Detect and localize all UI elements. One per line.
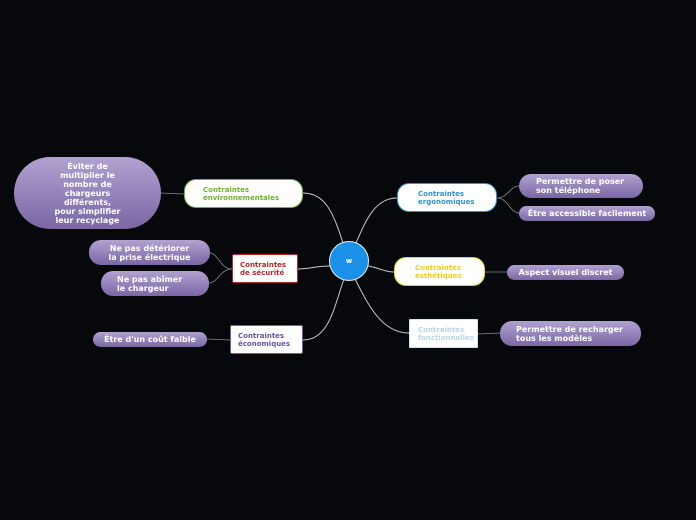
branch-ergonomiques-label: Contraintes ergonomiques [418,189,475,206]
branch-economiques[interactable]: Contraintes économiques [230,325,303,354]
connector-securite-leaf-2 [208,268,233,284]
connector-ergonomiques-leaf-1 [496,185,520,199]
connector-center-ergonomiques [355,197,398,244]
branch-fonctionnelles[interactable]: Contraintes fonctionnelles [409,319,478,348]
branch-esthetiques[interactable]: Contraintes esthétiques [394,257,485,286]
leaf-aspect-discret[interactable]: Aspect visuel discret [507,265,624,280]
connector-center-esthetiques [367,265,395,273]
leaf-poser-telephone[interactable]: Permettre de poser son téléphone [519,174,643,198]
leaf-chargeur[interactable]: Ne pas abîmer le chargeur [101,271,209,296]
connector-environnementales-leaf [160,192,185,195]
branch-fonctionnelles-label: Contraintes fonctionnelles [418,325,474,342]
leaf-recharger-modeles[interactable]: Permettre de recharger tous les modèles [500,321,641,346]
central-topic-label: w [345,257,353,265]
branch-environnementales[interactable]: Contraintes environnementales [184,179,303,208]
leaf-cout-faible[interactable]: Être d'un coût faible [93,332,207,347]
branch-economiques-label: Contraintes économiques [238,331,291,348]
connector-economiques-leaf [206,338,231,341]
leaf-prise-electrique[interactable]: Ne pas détériorer la prise électrique [89,240,210,265]
connector-center-environnementales [302,192,344,244]
branch-environnementales-label: Contraintes environnementales [203,185,280,202]
connector-center-securite [297,265,331,270]
leaf-accessible[interactable]: Être accessible facilement [519,206,655,221]
central-topic[interactable]: w [329,241,369,281]
branch-securite-label: Contraintes de sécurité [240,260,287,277]
branch-esthetiques-label: Contraintes esthétiques [415,263,462,280]
branch-securite[interactable]: Contraintes de sécurité [232,254,298,283]
connector-securite-leaf-1 [209,252,233,270]
branch-ergonomiques[interactable]: Contraintes ergonomiques [397,183,497,212]
connector-ergonomiques-leaf-2 [496,197,520,214]
connector-fonctionnelles-leaf [477,332,501,335]
connector-center-economiques [302,278,345,341]
connector-center-fonctionnelles [354,278,410,334]
leaf-recyclage[interactable]: Éviter de multiplier le nombre de charge… [14,157,161,229]
